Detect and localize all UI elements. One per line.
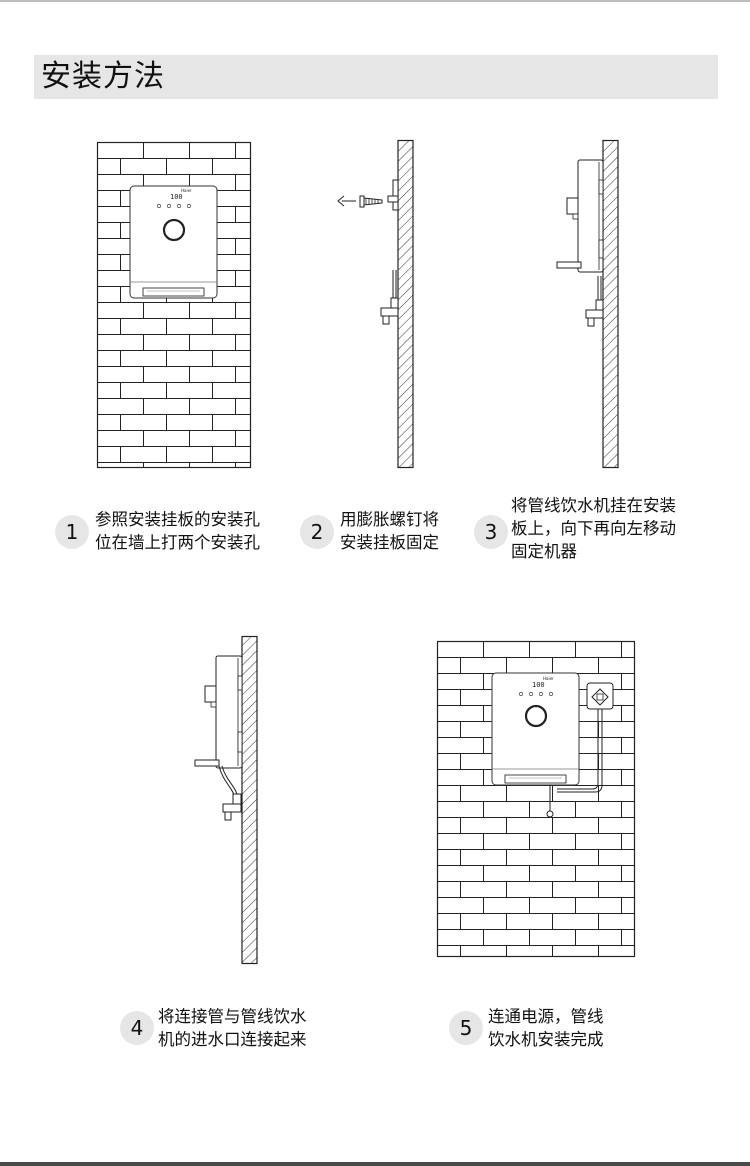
step-text-line: 将连接管与管线饮水 xyxy=(158,1007,307,1026)
step-text: 参照安装挂板的安装孔 位在墙上打两个安装孔 xyxy=(95,508,260,554)
step-text-line: 连通电源，管线 xyxy=(488,1007,604,1026)
figure-power-connected-front: 100 Haier xyxy=(436,640,636,958)
device-brand-logo: Haier xyxy=(543,676,554,681)
step-text-line: 将管线饮水机挂在安装 xyxy=(511,496,676,515)
step-number-badge: 5 xyxy=(449,1011,483,1045)
device-display: 100 xyxy=(170,193,183,201)
step-number-badge: 4 xyxy=(120,1011,154,1045)
arrow-left-icon xyxy=(337,195,356,207)
device-display: 100 xyxy=(532,681,545,689)
power-plug-icon xyxy=(586,682,614,710)
dispenser-front: 100 Haier xyxy=(491,672,580,786)
step-text: 用膨胀螺钉将 安装挂板固定 xyxy=(340,508,439,554)
water-pipe-valve xyxy=(222,793,242,821)
drain-tube xyxy=(546,785,554,818)
figure-connect-pipe-side xyxy=(194,635,258,965)
dispenser-side xyxy=(194,655,243,769)
step-text: 连通电源，管线 饮水机安装完成 xyxy=(488,1005,604,1051)
step-number-badge: 2 xyxy=(300,515,334,549)
dispenser-side xyxy=(556,159,604,273)
step-text-line: 板上，向下再向左移动 xyxy=(511,519,676,538)
top-rule xyxy=(0,0,750,2)
step-text-line: 用膨胀螺钉将 xyxy=(340,510,439,529)
water-pipe-valve xyxy=(380,270,399,325)
figure-mounting-plate-side xyxy=(337,139,414,469)
dispenser-front: 100 Haier xyxy=(129,185,218,299)
power-cord xyxy=(557,709,603,793)
section-header: 安装方法 xyxy=(34,55,718,99)
water-pipe-valve xyxy=(585,276,604,327)
step-text-line: 安装挂板固定 xyxy=(340,533,439,552)
figure-device-hung-side xyxy=(556,139,619,469)
step-text-line: 饮水机安装完成 xyxy=(488,1030,604,1049)
step-number-badge: 1 xyxy=(55,515,89,549)
connecting-pipe xyxy=(218,765,239,799)
step-text-line: 参照安装挂板的安装孔 xyxy=(95,510,260,529)
step-number-badge: 3 xyxy=(474,515,508,549)
expansion-screw xyxy=(359,195,383,208)
figure-wall-front-view: 100 Haier xyxy=(96,141,252,469)
device-brand-logo: Haier xyxy=(181,188,192,193)
bottom-rule xyxy=(0,1162,750,1166)
mounting-plate xyxy=(387,179,399,211)
step-text-line: 固定机器 xyxy=(511,542,577,561)
step-text: 将管线饮水机挂在安装 板上，向下再向左移动 固定机器 xyxy=(511,494,676,563)
step-text: 将连接管与管线饮水 机的进水口连接起来 xyxy=(158,1005,307,1051)
step-text-line: 位在墙上打两个安装孔 xyxy=(95,533,260,552)
section-title: 安装方法 xyxy=(41,59,165,94)
step-text-line: 机的进水口连接起来 xyxy=(158,1030,307,1049)
